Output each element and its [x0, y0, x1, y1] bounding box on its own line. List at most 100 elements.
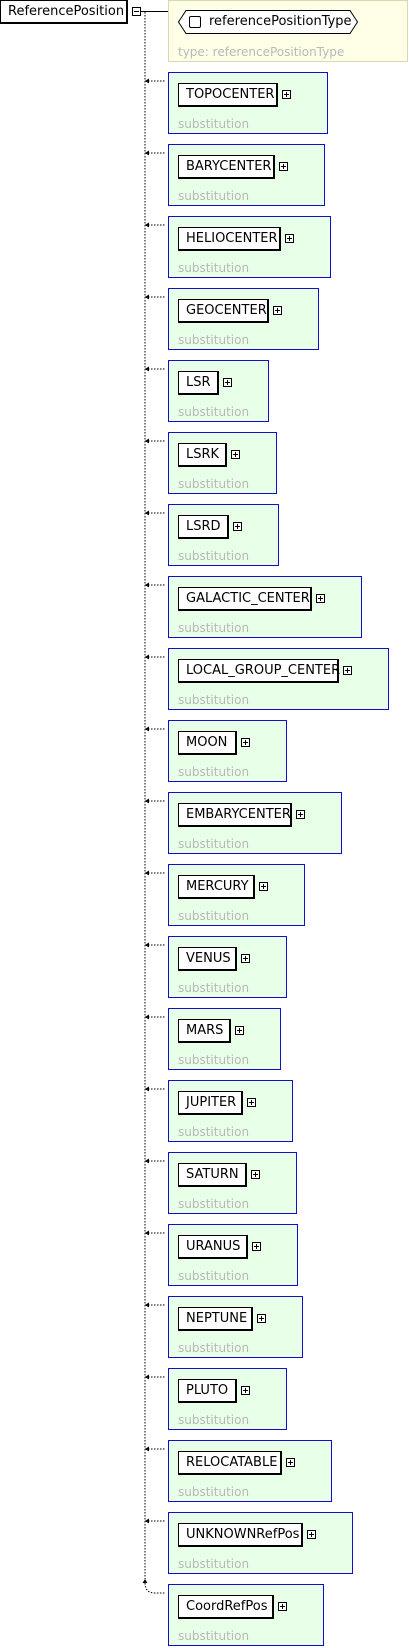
substitution-element[interactable]: PLUTO [178, 1379, 237, 1403]
expand-icon[interactable] [259, 882, 268, 891]
root-element-reference-position[interactable]: ReferencePosition [0, 0, 128, 24]
arrow-icon [145, 366, 149, 372]
substitution-element[interactable]: LSRK [178, 443, 227, 467]
arrow-icon [145, 870, 149, 876]
expand-icon[interactable] [273, 306, 282, 315]
expand-icon[interactable] [278, 1602, 287, 1611]
type-name: referencePositionType [209, 14, 352, 29]
substitution-box: HELIOCENTER substitution [168, 216, 331, 278]
arrow-icon [145, 726, 149, 732]
substitution-element[interactable]: MOON [178, 731, 237, 755]
substitution-caption: substitution [178, 1053, 250, 1067]
expand-icon[interactable] [251, 1170, 260, 1179]
collapse-icon[interactable] [132, 7, 141, 16]
substitution-element[interactable]: MERCURY [178, 875, 255, 899]
substitution-box: VENUS substitution [168, 936, 287, 998]
arrow-icon [145, 294, 149, 300]
expand-icon[interactable] [231, 450, 240, 459]
complex-type-icon [189, 16, 201, 28]
expand-icon[interactable] [316, 594, 325, 603]
arrow-icon [145, 510, 149, 516]
arrow-icon [145, 438, 149, 444]
expand-icon[interactable] [285, 234, 294, 243]
substitution-caption: substitution [178, 477, 250, 491]
substitution-box: LSRK substitution [168, 432, 277, 494]
complex-type-pill[interactable]: referencePositionType [178, 10, 358, 34]
expand-icon[interactable] [343, 666, 352, 675]
expand-icon[interactable] [252, 1242, 261, 1251]
expand-icon[interactable] [241, 738, 250, 747]
expand-icon[interactable] [241, 954, 250, 963]
substitution-box: EMBARYCENTER substitution [168, 792, 342, 854]
arrow-icon [145, 78, 149, 84]
substitution-element[interactable]: SATURN [178, 1163, 247, 1187]
substitution-element[interactable]: MARS [178, 1019, 231, 1043]
expand-icon[interactable] [223, 378, 232, 387]
substitution-caption: substitution [178, 837, 250, 851]
substitution-box: NEPTUNE substitution [168, 1296, 303, 1358]
substitution-element[interactable]: NEPTUNE [178, 1307, 253, 1331]
arrow-icon [145, 1446, 149, 1452]
substitution-caption: substitution [178, 1413, 250, 1427]
substitution-connector [144, 1582, 165, 1594]
substitution-caption: substitution [178, 981, 250, 995]
substitution-caption: substitution [178, 405, 250, 419]
arrow-icon [145, 1230, 149, 1236]
substitution-element[interactable]: RELOCATABLE [178, 1451, 282, 1475]
substitution-box: LSRD substitution [168, 504, 279, 566]
expand-icon[interactable] [233, 522, 242, 531]
substitution-element[interactable]: UNKNOWNRefPos [178, 1523, 303, 1547]
substitution-caption: substitution [178, 1341, 250, 1355]
substitution-element[interactable]: LSRD [178, 515, 229, 539]
substitution-caption: substitution [178, 909, 250, 923]
arrow-icon [145, 1302, 149, 1308]
substitution-caption: substitution [178, 189, 250, 203]
substitution-box: BARYCENTER substitution [168, 144, 325, 206]
arrow-icon [145, 1158, 149, 1164]
substitution-box: LOCAL_GROUP_CENTER substitution [168, 648, 389, 710]
substitution-box: CoordRefPos substitution [168, 1584, 324, 1646]
substitution-caption: substitution [178, 1269, 250, 1283]
expand-icon[interactable] [296, 810, 305, 819]
substitution-element[interactable]: VENUS [178, 947, 237, 971]
root-element-label: ReferencePosition [8, 4, 125, 19]
arrow-icon [145, 1374, 149, 1380]
substitution-caption: substitution [178, 693, 250, 707]
substitution-element[interactable]: CoordRefPos [178, 1595, 274, 1619]
substitution-element[interactable]: HELIOCENTER [178, 227, 281, 251]
expand-icon[interactable] [282, 90, 291, 99]
substitution-element[interactable]: EMBARYCENTER [178, 803, 292, 827]
substitution-element[interactable]: BARYCENTER [178, 155, 275, 179]
expand-icon[interactable] [235, 1026, 244, 1035]
substitution-element[interactable]: TOPOCENTER [178, 83, 278, 107]
substitution-element[interactable]: URANUS [178, 1235, 248, 1259]
arrow-icon [145, 798, 149, 804]
substitution-element[interactable]: LOCAL_GROUP_CENTER [178, 659, 340, 683]
substitution-caption: substitution [178, 1629, 250, 1643]
expand-icon[interactable] [279, 162, 288, 171]
substitution-element[interactable]: GALACTIC_CENTER [178, 587, 312, 611]
substitution-element[interactable]: GEOCENTER [178, 299, 269, 323]
arrow-icon [145, 942, 149, 948]
expand-icon[interactable] [241, 1386, 250, 1395]
arrow-icon [145, 1014, 149, 1020]
expand-icon[interactable] [257, 1314, 266, 1323]
arrow-icon [145, 150, 149, 156]
substitution-caption: substitution [178, 549, 250, 563]
expand-icon[interactable] [307, 1530, 316, 1539]
expand-icon[interactable] [247, 1098, 256, 1107]
arrow-icon [145, 1518, 149, 1524]
substitution-box: LSR substitution [168, 360, 269, 422]
substitution-element[interactable]: JUPITER [178, 1091, 243, 1115]
substitution-element[interactable]: LSR [178, 371, 219, 395]
substitution-box: MERCURY substitution [168, 864, 305, 926]
substitution-caption: substitution [178, 261, 250, 275]
arrow-icon [145, 222, 149, 228]
expand-icon[interactable] [286, 1458, 295, 1467]
